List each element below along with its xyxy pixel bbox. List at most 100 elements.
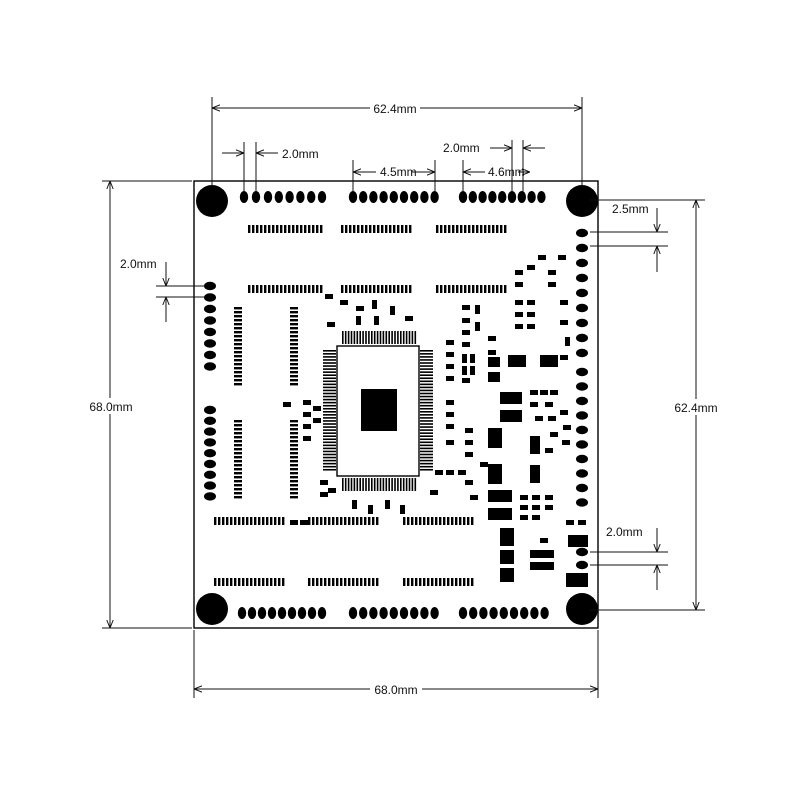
ic-pad	[345, 225, 348, 233]
ic-pad	[260, 225, 263, 233]
cpu-pin	[420, 359, 433, 361]
ic-pad	[290, 375, 298, 378]
ic-pad	[234, 488, 242, 491]
header-pin	[576, 333, 588, 343]
header-pin	[379, 607, 388, 619]
passive-component	[465, 452, 473, 457]
passive-component	[313, 418, 321, 423]
ic-pad	[256, 285, 259, 293]
passive-component	[527, 312, 535, 317]
ic-pad	[368, 578, 371, 586]
ic-pad	[246, 578, 249, 586]
cpu-pin	[420, 432, 433, 434]
passive-component	[545, 448, 553, 453]
cpu-pin	[420, 441, 433, 444]
header-pin	[287, 607, 297, 619]
passive-component	[446, 376, 454, 381]
passive-component	[368, 505, 373, 514]
ic-pad	[472, 225, 475, 233]
ic-pad	[234, 448, 242, 451]
cpu-pin	[405, 331, 408, 344]
cpu-pin	[379, 478, 382, 491]
cpu-pin	[411, 478, 414, 491]
header-pin	[399, 191, 409, 203]
cpu-pin	[353, 478, 356, 491]
ic-pad	[451, 517, 454, 525]
header-pin	[576, 367, 588, 377]
ic-pad	[377, 225, 380, 233]
ic-pad	[290, 456, 298, 459]
ic-pad	[234, 440, 242, 443]
ic-pad	[308, 225, 311, 233]
cpu-pin	[400, 331, 402, 344]
ic-pad	[290, 323, 298, 326]
ic-pad	[369, 225, 372, 233]
ic-pad	[234, 492, 242, 495]
ic-pad	[393, 225, 396, 233]
passive-component	[325, 294, 333, 299]
cpu-pin	[347, 331, 350, 344]
ic-pad	[316, 225, 319, 233]
ic-pad	[264, 285, 267, 293]
passive-component	[545, 505, 553, 510]
cpu-pin	[420, 411, 433, 413]
header-pin	[576, 440, 588, 449]
dim-top-mid-gap: 4.5mm	[352, 160, 436, 192]
ic-pad	[270, 578, 273, 586]
ic-pad	[264, 225, 267, 233]
cpu-pin	[323, 447, 336, 450]
cpu-pin	[323, 444, 336, 447]
dim-right-top-pin-pitch: 2.5mm	[590, 202, 668, 272]
ic-pad	[409, 225, 412, 233]
ic-pad	[290, 432, 298, 435]
header-pin	[237, 607, 247, 619]
ic-pad	[464, 225, 467, 233]
ic-pad	[440, 225, 443, 233]
ic-pad	[443, 578, 446, 586]
dim-right-bottom-pin-pitch: 2.0mm	[590, 525, 668, 590]
cpu-pin	[323, 353, 336, 355]
ic-pad	[463, 517, 466, 525]
ic-pad	[500, 285, 503, 293]
cpu-pin	[323, 392, 336, 395]
dim-top-right-gap: 4.6mm	[462, 160, 530, 192]
ic-pad	[403, 517, 406, 525]
header-pin	[576, 258, 588, 268]
ic-pad	[254, 517, 257, 525]
ic-pad	[230, 578, 233, 586]
ic-pad	[341, 285, 344, 293]
ic-pad	[234, 311, 242, 314]
ic-pad	[405, 225, 408, 233]
dim-label-left-pin-pitch: 2.0mm	[120, 257, 157, 271]
cpu-pin	[323, 411, 336, 413]
main-cpu-chip	[323, 331, 433, 491]
cpu-pin	[350, 331, 353, 344]
power-component	[488, 490, 512, 502]
ic-pad	[401, 225, 404, 233]
cpu-pin	[323, 386, 336, 389]
passive-component	[527, 300, 535, 305]
ic-pad	[312, 285, 315, 293]
cpu-pin	[414, 478, 417, 491]
cpu-pin	[420, 423, 433, 425]
cpu-pin	[323, 377, 336, 380]
ic-pad	[352, 517, 355, 525]
passive-component	[400, 505, 405, 514]
header-pin	[348, 191, 358, 203]
ic-pad	[336, 517, 339, 525]
ic-pad	[352, 578, 355, 586]
cpu-pin	[356, 478, 359, 491]
passive-component	[356, 306, 364, 311]
cpu-pin	[323, 380, 336, 383]
passive-component	[303, 436, 311, 441]
passive-component	[548, 270, 556, 275]
ic-pad	[419, 517, 422, 525]
ic-pad	[373, 285, 376, 293]
header-pin	[359, 191, 368, 203]
power-component	[508, 355, 526, 367]
header-pin	[204, 339, 216, 348]
ic-pad	[290, 359, 298, 362]
ic-pad	[218, 578, 221, 586]
ic-pad	[290, 448, 298, 451]
ic-pad	[272, 285, 275, 293]
